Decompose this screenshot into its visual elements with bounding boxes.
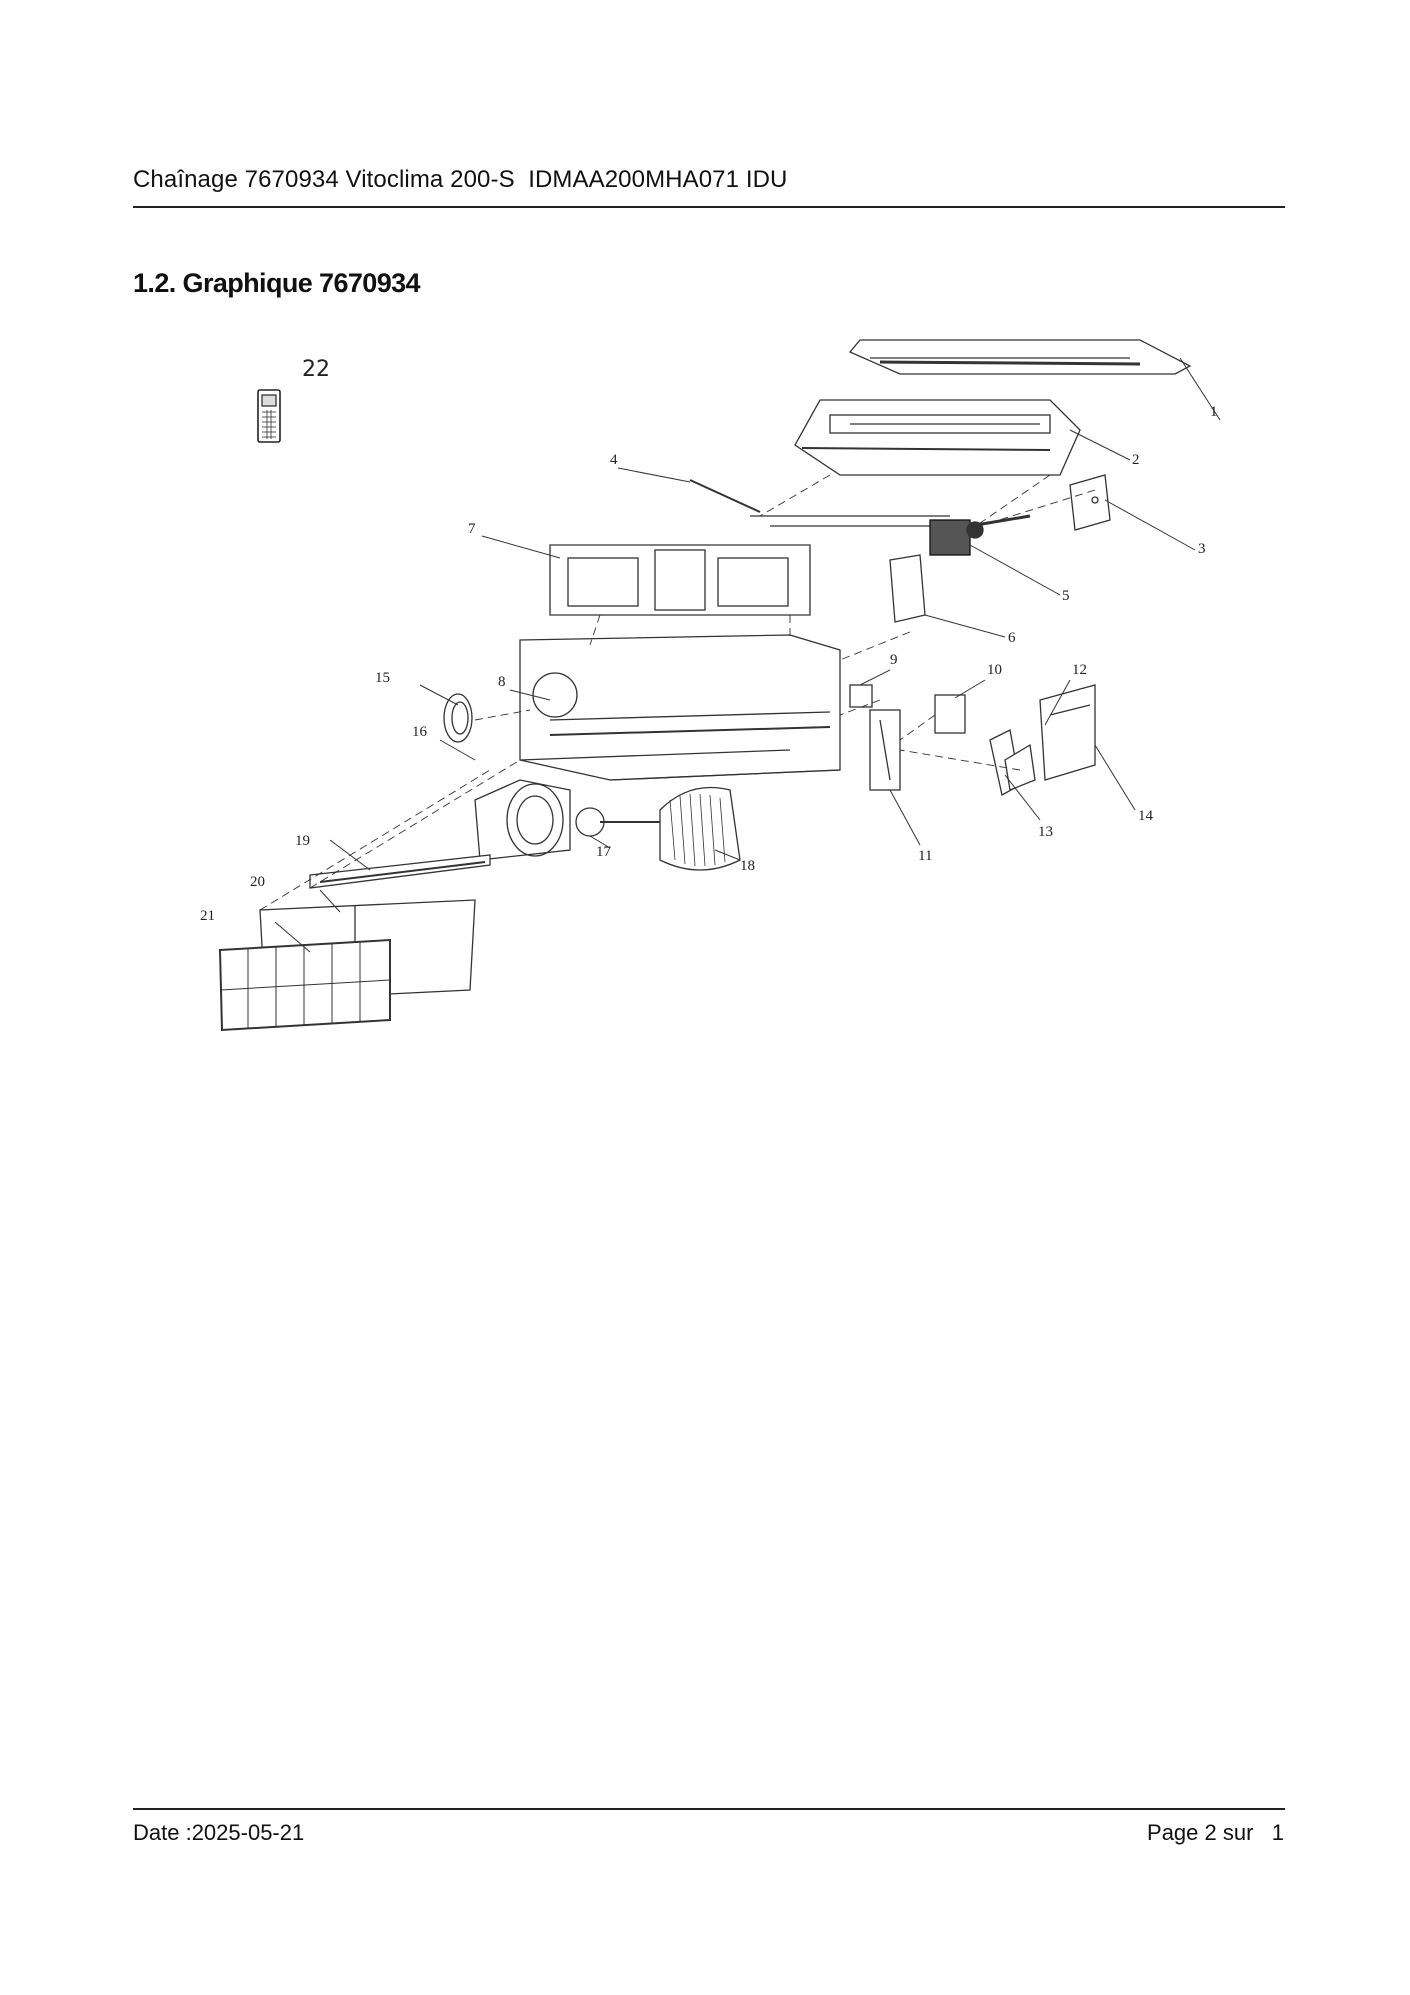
callout-11: 11 [918,848,932,864]
side-bracket-part [1069,474,1111,531]
callout-6: 6 [1008,630,1016,646]
top-cover-part [848,339,1192,375]
callout-4: 4 [610,452,618,468]
evaporator-tray-part [794,399,1081,476]
callout-21: 21 [200,908,215,924]
small-plate-part [889,554,926,623]
callout-5: 5 [1062,588,1070,604]
callout-19: 19 [295,833,310,849]
pipe-part [689,479,950,527]
callout-14: 14 [1138,808,1154,824]
callout-13: 13 [1038,824,1053,840]
page-header-title: Chaînage 7670934 Vitoclima 200-S IDMAA20… [133,166,788,193]
callout-16: 16 [412,724,428,740]
callout-7: 7 [468,521,476,537]
valve-assembly-part [929,514,1031,556]
leader-lines [274,357,1221,953]
footer-divider [133,1808,1285,1810]
section-title: 1.2. Graphique 7670934 [133,268,421,298]
diagram-canvas: 22 1 2 3 4 5 6 7 8 9 10 11 12 13 14 15 1… [200,339,1221,1032]
callout-3: 3 [1198,541,1206,557]
callout-18: 18 [740,858,755,874]
exploded-parts-diagram: 22 1 2 3 4 5 6 7 8 9 10 11 12 13 14 15 1… [190,339,1250,1040]
callout-9: 9 [890,652,898,668]
callout-17: 17 [596,844,612,860]
callout-20: 20 [250,874,265,890]
header-divider [133,206,1285,208]
callout-12: 12 [1072,662,1087,678]
assembly-guide-lines [259,474,1096,911]
main-chassis-part [519,634,841,781]
fan-housing-part [474,779,741,871]
filter-grille-part [218,938,391,1032]
callout-15: 15 [375,670,390,686]
remote-label: 22 [302,357,330,382]
callout-8: 8 [498,674,506,690]
remote-control-icon [257,389,281,443]
footer-date: Date :2025-05-21 [133,1820,305,1845]
callout-1: 1 [1210,404,1218,420]
callout-2: 2 [1132,452,1140,468]
callout-10: 10 [987,662,1002,678]
footer-page-number: Page 2 sur 1 [1147,1820,1284,1845]
blower-ring-part [443,693,473,743]
front-panel-part [549,544,811,616]
filter-rail-part [309,854,491,889]
